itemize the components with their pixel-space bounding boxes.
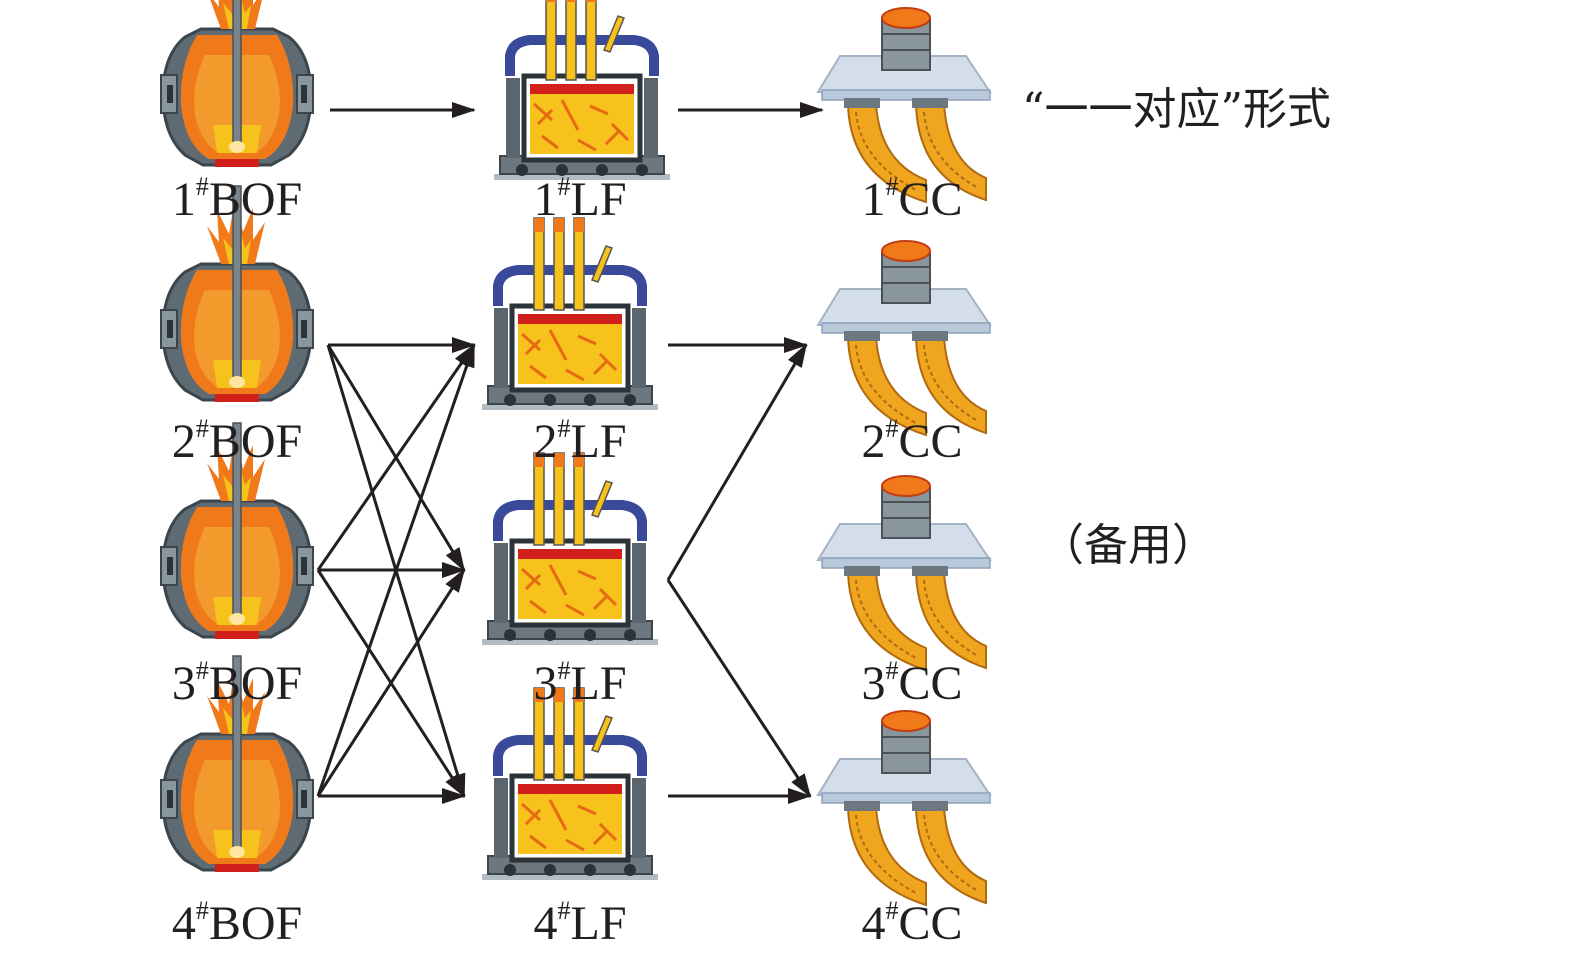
cc-2-label: 2#CC [861, 415, 963, 468]
bof-2-unit: BOF [208, 415, 303, 468]
bof-4-label: 4#BOF [171, 897, 303, 950]
bof-4-num: 4 [171, 897, 196, 950]
bof-3-unit: BOF [208, 657, 303, 710]
cc-1-label: 1#CC [861, 173, 963, 226]
arrow-lf3-cc2 [666, 343, 808, 581]
one-to-one-note: “一一对应”形式 [1022, 84, 1331, 135]
bof-2-num: 2 [171, 415, 196, 468]
bof-3-num: 3 [171, 657, 196, 710]
lf-1-unit: LF [570, 173, 627, 226]
lf-2-icon [482, 218, 658, 410]
lf-2-mark: # [557, 414, 571, 443]
lf-3-label: 3#LF [533, 657, 627, 710]
standby-note: （备用） [1040, 520, 1216, 571]
bof-4-mark: # [195, 896, 209, 925]
lf-1-mark: # [557, 172, 571, 201]
cc-2-mark: # [885, 414, 899, 443]
arrow-bof3-lf2 [316, 343, 476, 571]
cc-3-num: 3 [861, 657, 886, 710]
cc-4-label: 4#CC [861, 897, 963, 950]
cc-3-unit: CC [898, 657, 963, 710]
lf-4-label: 4#LF [533, 897, 627, 950]
bof-4-unit: BOF [208, 897, 303, 950]
cc-3-icon [817, 475, 991, 671]
lf-1-icon [494, 0, 670, 180]
lf-1-label: 1#LF [533, 173, 627, 226]
arrow-bof4-lf3 [316, 568, 466, 797]
cc-3-label: 3#CC [861, 657, 963, 710]
lf-3-unit: LF [570, 657, 627, 710]
cc-4-mark: # [885, 896, 899, 925]
bof-2-mark: # [195, 414, 209, 443]
lf-4-icon [482, 688, 658, 880]
cc-2-icon [817, 240, 991, 436]
cc-1-num: 1 [861, 173, 886, 226]
lf-4-mark: # [557, 896, 571, 925]
cc-4-num: 4 [861, 897, 886, 950]
cc-1-unit: CC [898, 173, 963, 226]
lf-3-num: 3 [533, 657, 558, 710]
cc-1-mark: # [885, 172, 899, 201]
cc-4-unit: CC [898, 897, 963, 950]
cc-4-icon [817, 710, 991, 906]
arrow-bof4-lf2 [316, 343, 476, 797]
cc-2-unit: CC [898, 415, 963, 468]
bof-3-label: 3#BOF [171, 657, 303, 710]
cc-3-mark: # [885, 656, 899, 685]
lf-4-unit: LF [570, 897, 627, 950]
bof-1-num: 1 [171, 173, 196, 226]
lf-3-icon [482, 453, 658, 645]
lf-2-unit: LF [570, 415, 627, 468]
bof-1-mark: # [195, 172, 209, 201]
lf-2-label: 2#LF [533, 415, 627, 468]
bof-2-label: 2#BOF [171, 415, 303, 468]
arrow-lf3-cc4 [666, 579, 812, 798]
bof-1-label: 1#BOF [171, 173, 303, 226]
cc-2-num: 2 [861, 415, 886, 468]
bof-1-unit: BOF [208, 173, 303, 226]
lf-2-num: 2 [533, 415, 558, 468]
lf-4-num: 4 [533, 897, 558, 950]
lf-3-mark: # [557, 656, 571, 685]
bof-3-mark: # [195, 656, 209, 685]
bof-1-icon [159, 0, 315, 169]
lf-1-num: 1 [533, 173, 558, 226]
